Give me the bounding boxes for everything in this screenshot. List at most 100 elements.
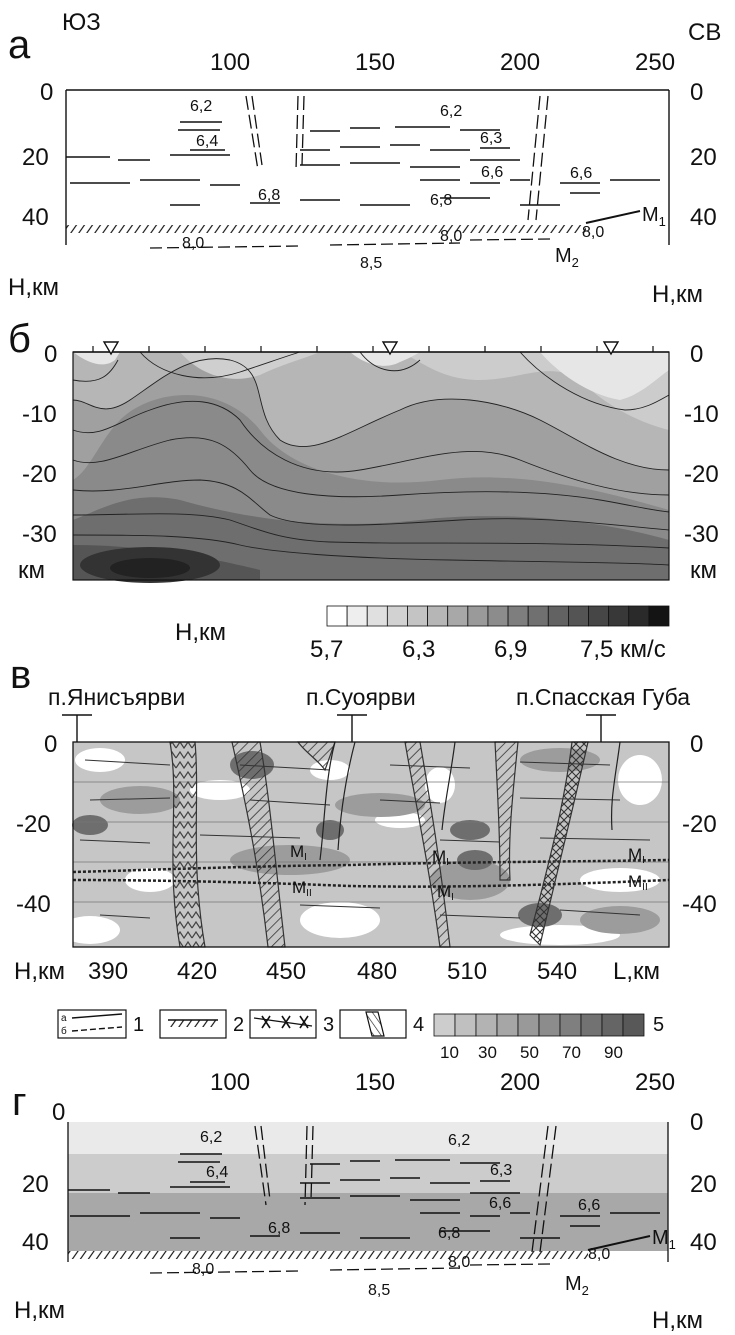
legend-number: 1	[133, 1014, 144, 1036]
panel-g-depth-ticks-right: 0 20 40	[690, 1109, 717, 1256]
fault-zone	[296, 741, 336, 772]
colorbar-tick: 5,7	[310, 636, 343, 663]
x-tick: 450	[266, 958, 306, 985]
velocity-colorbar	[326, 605, 670, 627]
panel-g-depth-ticks-left: 20 40	[22, 1171, 49, 1256]
colorbar-swatch	[366, 605, 388, 627]
depth-tick: 0	[40, 79, 53, 106]
depth-tick: 0	[690, 1109, 703, 1136]
hit-tick: 70	[562, 1043, 581, 1062]
moho-hatch	[66, 225, 586, 233]
velocity-label: 6,4	[206, 1164, 228, 1181]
velocity-label: 6,2	[448, 1132, 470, 1149]
fault-zone	[494, 741, 519, 881]
legend-item-5: 10 30 50 70 90 5	[433, 1013, 664, 1062]
colorbar-ticks: 5,7 6,3 6,9 7,5 км/с	[310, 636, 666, 663]
colorbar-swatch	[547, 605, 569, 627]
colorbar-swatch	[568, 605, 589, 627]
panel-a-depth-ticks-left: 0 20 40	[22, 79, 53, 231]
depth-axis-label: Н,км	[652, 1307, 703, 1334]
x-tick: 150	[355, 49, 395, 76]
velocity-label: 6,6	[578, 1197, 600, 1214]
velocity-label: 8,0	[192, 1261, 214, 1278]
moho-slope	[585, 210, 641, 224]
depth-tick: 20	[690, 1171, 717, 1198]
panel-a-section: 6,2 6,4 6,8 6,2 6,3 6,6 6,8 6,6 8,0 8,0 …	[65, 89, 670, 272]
legend-number: 4	[413, 1014, 424, 1036]
depth-tick: 40	[22, 1229, 49, 1256]
panel-b-letter: б	[8, 317, 31, 361]
velocity-label: 6,8	[258, 187, 280, 204]
legend: а б 1 2 3 4 10 30 50	[57, 1009, 664, 1062]
colorbar-tick: 6,9	[494, 636, 527, 663]
depth-unit: км	[18, 557, 45, 584]
station-triangle-icon	[381, 341, 399, 356]
x-tick: 100	[210, 1069, 250, 1096]
velocity-contour-section	[72, 341, 670, 583]
station-triangle-icon	[102, 341, 120, 356]
velocity-label: 6,8	[268, 1220, 290, 1237]
velocity-label: 6,4	[196, 133, 218, 150]
legend-item-3: 3	[249, 1009, 334, 1039]
x-tick: 510	[447, 958, 487, 985]
x-tick: 150	[355, 1069, 395, 1096]
moho-m1-trace	[72, 858, 670, 874]
place-label-suoyarvi: п.Суоярви	[306, 684, 416, 710]
velocity-label: 8,0	[182, 235, 204, 252]
direction-sw-label: ЮЗ	[62, 9, 101, 36]
depth-tick: 0	[690, 341, 703, 368]
moho-m1-label: MI	[437, 882, 454, 903]
panel-v-x-ticks: 390 420 450 480 510 540	[88, 958, 577, 985]
depth-tick: -30	[684, 521, 719, 548]
depth-tick: -20	[22, 461, 57, 488]
depth-tick: -30	[22, 521, 57, 548]
hit-scale-swatch	[601, 1013, 624, 1037]
panel-g-section: 6,2 6,4 6,8 6,2 6,3 6,6 6,8 6,6 8,0 8,0 …	[67, 1122, 676, 1299]
x-tick: 250	[635, 49, 675, 76]
legend-item-2: 2	[159, 1009, 244, 1039]
colorbar-swatch	[386, 605, 408, 627]
velocity-label: 8,0	[440, 228, 462, 245]
panel-g: г 100 150 200 250 0	[12, 1069, 717, 1334]
colorbar-swatch	[487, 605, 509, 627]
colorbar-swatch	[427, 605, 449, 627]
panel-g-letter: г	[12, 1080, 27, 1124]
colorbar-swatch	[447, 605, 469, 627]
tick-marks	[92, 346, 654, 352]
grid-lines	[73, 781, 669, 903]
depth-tick: 0	[44, 341, 57, 368]
boundary-lines	[319, 741, 621, 861]
velocity-label: 6,6	[570, 165, 592, 182]
velocity-label: 6,2	[200, 1129, 222, 1146]
depth-tick: -40	[16, 891, 51, 918]
legend-item-1: а б 1	[57, 1009, 144, 1039]
suture-zone	[529, 741, 589, 947]
colorbar-swatch	[588, 605, 610, 627]
velocity-label: 8,5	[368, 1282, 390, 1299]
station-markers	[102, 341, 620, 356]
hit-scale-swatch	[454, 1013, 477, 1037]
panel-a-x-ticks: 100 150 200 250	[210, 49, 675, 76]
moho-m1-label: MI	[432, 847, 449, 868]
legend-number: 2	[233, 1014, 244, 1036]
layer-lower	[68, 1193, 668, 1251]
colorbar-swatch	[407, 605, 428, 627]
moho-m2-label: M2	[555, 245, 579, 270]
distance-axis-label: L,км	[613, 958, 660, 985]
hit-scale-swatch	[496, 1013, 519, 1037]
hit-scale-swatch	[559, 1013, 582, 1037]
panel-v: в п.Янисъярви п.Суоярви п.Спасская Губа	[10, 653, 717, 985]
depth-axis-label: Н,км	[652, 281, 703, 308]
panel-v-depth-ticks-left: 0 -20 -40	[16, 731, 57, 918]
moho-m2-label: MII	[628, 872, 648, 893]
legend-number: 5	[653, 1014, 664, 1036]
x-tick-zero: 0	[52, 1099, 65, 1126]
moho-m1-label: M1	[652, 1227, 676, 1252]
hit-scale-swatch	[538, 1013, 561, 1037]
colorbar-swatch	[507, 605, 529, 627]
velocity-label: 8,0	[448, 1254, 470, 1271]
colorbar-tick: 7,5 км/с	[580, 636, 666, 663]
panel-b-depth-ticks-left: 0 -10 -20 -30 км	[18, 341, 57, 584]
velocity-label: 8,5	[360, 255, 382, 272]
colorbar-swatch	[527, 605, 549, 627]
